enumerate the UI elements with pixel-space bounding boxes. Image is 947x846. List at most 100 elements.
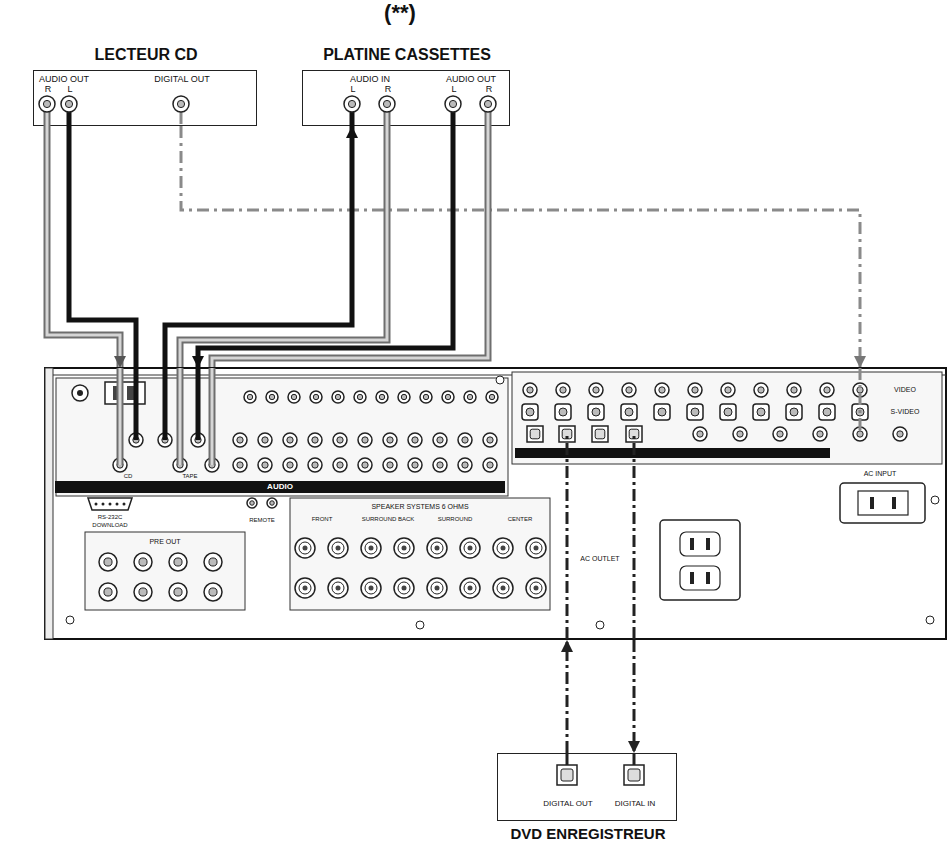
speaker-terminal-hole <box>435 586 440 591</box>
speaker-terminal <box>361 538 381 558</box>
panel-label: AUDIO <box>267 483 293 491</box>
rca-jack <box>308 458 322 472</box>
optical-jack-core <box>595 429 605 439</box>
panel-label: L <box>350 85 355 94</box>
rca-jack-core <box>791 387 797 393</box>
rca-jack <box>787 383 801 397</box>
rca-jack-core <box>357 394 362 399</box>
s-video-jack <box>555 404 571 420</box>
rca-jack-core <box>312 437 318 443</box>
panel-label: SPEAKER SYSTEMS 6 OHMS <box>371 503 468 510</box>
rca-jack-core <box>291 394 296 399</box>
panel-label: PRE OUT <box>149 538 180 545</box>
rca-jack <box>773 427 787 441</box>
s-video-jack <box>720 404 736 420</box>
rca-jack <box>258 458 272 472</box>
antenna-terminal <box>105 382 145 404</box>
rca-jack <box>483 458 497 472</box>
panel-label: AC OUTLET <box>580 555 619 562</box>
optical-jack <box>527 426 543 442</box>
rca-jack <box>233 458 247 472</box>
rca-jack-core <box>692 387 698 393</box>
rca-jack-core <box>262 462 268 468</box>
outlet-slot <box>706 538 710 550</box>
cable-line <box>177 368 184 465</box>
speaker-terminal <box>295 538 315 558</box>
speaker-terminal-ring <box>398 542 410 554</box>
antenna-core <box>77 390 83 396</box>
cable-connector <box>628 640 640 753</box>
s-video-core <box>658 408 666 416</box>
panel-label: VIDEO <box>894 386 916 393</box>
rca-jack <box>134 553 152 571</box>
rca-jack <box>408 458 422 472</box>
optical-jack <box>592 426 608 442</box>
speaker-terminal <box>460 538 480 558</box>
audio-panel <box>56 378 508 496</box>
screw <box>926 616 934 624</box>
rca-jack <box>420 391 432 403</box>
rca-jack <box>267 498 277 508</box>
rca-jack <box>134 583 152 601</box>
rs232-pin <box>123 503 126 506</box>
speaker-terminal-hole <box>501 586 506 591</box>
rca-jack-core <box>139 558 147 566</box>
panel-label: DIGITAL IN <box>615 800 655 808</box>
cable-line <box>119 368 122 465</box>
cable-line <box>181 126 860 368</box>
cable-connector <box>47 126 126 368</box>
cable-line <box>565 753 568 765</box>
rca-jack-core <box>412 462 418 468</box>
rca-jack <box>733 427 747 441</box>
cable-line <box>45 112 48 126</box>
ac-inlet-socket <box>858 491 908 515</box>
rca-jack-core <box>857 431 863 437</box>
panel-label: SURROUND <box>438 516 473 522</box>
rca-jack-core <box>337 462 343 468</box>
panel-label: TAPE <box>182 473 197 479</box>
outlet-slot <box>690 538 694 550</box>
optical-jack-core <box>561 769 573 781</box>
rca-jack-core <box>401 394 406 399</box>
rca-jack-core <box>387 462 393 468</box>
rca-jack-core <box>725 387 731 393</box>
ac-inlet-pin <box>870 497 874 509</box>
rca-jack <box>480 96 496 112</box>
rca-jack-core <box>313 394 318 399</box>
ac-inlet-pin <box>892 497 896 509</box>
rca-jack-core <box>104 588 112 596</box>
cable-line <box>180 126 387 368</box>
panel-label: L <box>67 85 72 94</box>
cable-connector <box>180 126 387 368</box>
panel-label: CD <box>124 473 133 479</box>
s-video-core <box>757 408 765 416</box>
arrow-head <box>561 640 573 652</box>
panel-label: AC INPUT <box>864 470 897 477</box>
receiver-body <box>45 368 946 639</box>
cable-connector <box>181 126 866 368</box>
panel-label: RS-232C <box>98 514 123 520</box>
speaker-terminal-hole <box>402 546 407 551</box>
rca-jack-core <box>697 431 703 437</box>
outlet-socket <box>680 566 720 590</box>
arrow-head <box>114 356 126 368</box>
rca-jack-core <box>237 437 243 443</box>
optical-jack <box>624 765 644 785</box>
rca-jack <box>283 458 297 472</box>
speaker-terminal-hole <box>303 546 308 551</box>
s-video-jack <box>819 404 835 420</box>
speaker-terminal-hole <box>336 586 341 591</box>
panel-label: REMOTE <box>249 517 275 523</box>
note-mark: (**) <box>384 2 416 24</box>
speaker-terminal-ring <box>530 582 542 594</box>
optical-jack <box>557 765 577 785</box>
rca-jack <box>173 96 189 112</box>
panel-label: DOWNLOAD <box>92 522 127 528</box>
rca-jack <box>308 433 322 447</box>
rca-jack <box>442 391 454 403</box>
cable-line <box>163 368 168 440</box>
panel-label: S-VIDEO <box>891 408 920 415</box>
rca-jack <box>247 498 257 508</box>
speaker-terminal <box>526 538 546 558</box>
cable-line <box>633 434 636 639</box>
